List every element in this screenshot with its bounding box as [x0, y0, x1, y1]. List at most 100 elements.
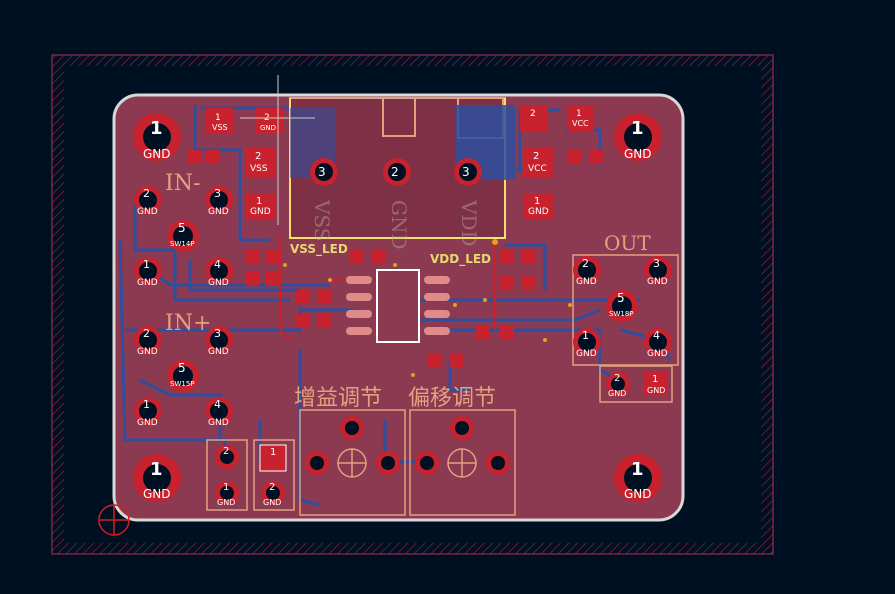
svg-text:GND: GND [528, 207, 549, 217]
gain-potentiometer[interactable] [299, 409, 406, 516]
svg-text:2: 2 [223, 446, 229, 457]
connector-silk-gnd: GND [387, 200, 411, 250]
svg-text:VSS: VSS [250, 164, 268, 174]
svg-text:2: 2 [269, 482, 275, 493]
svg-text:GND: GND [624, 487, 652, 501]
connector-silk-vdd: VDD [457, 199, 481, 247]
svg-text:GND: GND [208, 278, 229, 288]
svg-text:VSS: VSS [212, 123, 228, 132]
svg-text:GND: GND [608, 389, 626, 398]
svg-text:1: 1 [631, 118, 644, 139]
smd-vcc-block[interactable]: 2 VCC 1 GND [523, 147, 553, 219]
cursor-crosshair [240, 75, 315, 225]
svg-text:GND: GND [647, 277, 668, 287]
svg-text:GND: GND [137, 278, 158, 288]
svg-text:GND: GND [217, 498, 235, 507]
svg-text:GND: GND [624, 147, 652, 161]
svg-text:2: 2 [530, 109, 536, 119]
mount-hole-top-left[interactable]: 1 GND [133, 113, 181, 161]
offset-potentiometer[interactable] [409, 409, 516, 516]
svg-text:2: 2 [533, 151, 539, 162]
mount-hole-bottom-right[interactable]: 1 GND [614, 454, 662, 502]
in-plus-label: IN+ [165, 311, 211, 336]
svg-text:1: 1 [150, 459, 163, 480]
in-minus-label: IN- [165, 171, 200, 196]
smd-vss-block[interactable]: 2 VSS 1 GND [245, 147, 275, 219]
svg-text:2: 2 [143, 327, 150, 340]
svg-text:3: 3 [214, 327, 221, 340]
svg-text:1: 1 [150, 118, 163, 139]
svg-text:5: 5 [617, 291, 625, 305]
svg-text:1: 1 [534, 196, 540, 207]
svg-text:1: 1 [652, 374, 658, 385]
svg-text:GND: GND [263, 498, 281, 507]
svg-text:2: 2 [143, 187, 150, 200]
offset-adjust-label: 偏移调节 [408, 386, 496, 411]
vss-led-label: VSS_LED [290, 242, 348, 257]
svg-text:GND: GND [208, 418, 229, 428]
svg-text:2: 2 [582, 257, 589, 270]
opamp-ic[interactable] [346, 269, 450, 343]
svg-text:GND: GND [647, 386, 665, 395]
out-label: OUT [604, 231, 651, 255]
svg-text:GND: GND [260, 124, 276, 132]
svg-text:1: 1 [143, 258, 150, 271]
connector-pad-1[interactable]: 3 [454, 158, 482, 186]
svg-text:1: 1 [582, 329, 589, 342]
svg-text:SW14P: SW14P [170, 240, 195, 248]
svg-text:GND: GND [576, 349, 597, 359]
svg-text:2: 2 [614, 373, 620, 384]
svg-text:GND: GND [208, 207, 229, 217]
mount-hole-bottom-left[interactable]: 1 GND [133, 454, 181, 502]
bottom-header-left[interactable]: 2 1 GND [206, 439, 248, 511]
svg-text:GND: GND [137, 207, 158, 217]
svg-text:5: 5 [178, 361, 186, 375]
origin-marker-icon [98, 504, 130, 536]
connector-silk-vss: VSS [310, 199, 334, 242]
svg-text:GND: GND [208, 347, 229, 357]
svg-text:3: 3 [653, 257, 660, 270]
svg-text:GND: GND [143, 147, 171, 161]
svg-text:1: 1 [256, 196, 262, 207]
out-courtyard [572, 254, 679, 366]
svg-text:1: 1 [576, 109, 582, 119]
svg-text:4: 4 [653, 329, 660, 342]
connector-pad-2[interactable]: 2 [383, 158, 411, 186]
svg-text:SW18P: SW18P [609, 310, 634, 318]
smd-resistors[interactable] [188, 150, 604, 368]
connector-pad-3[interactable]: 3 [310, 158, 338, 186]
gain-adjust-label: 增益调节 [294, 386, 382, 411]
svg-text:2: 2 [255, 151, 261, 162]
bottom-header-right[interactable]: 1 2 GND [253, 439, 295, 511]
svg-text:3: 3 [318, 165, 326, 179]
svg-text:SW15P: SW15P [170, 380, 195, 388]
mount-hole-top-right[interactable]: 1 GND [614, 113, 662, 161]
svg-text:GND: GND [647, 349, 668, 359]
smd-vcc-cap[interactable]: 2 1 VCC [520, 105, 593, 131]
header-courtyard [599, 365, 673, 403]
svg-text:5: 5 [178, 221, 186, 235]
svg-text:VCC: VCC [528, 164, 547, 174]
vdd-led-label: VDD_LED [430, 252, 491, 267]
svg-text:VCC: VCC [572, 119, 589, 128]
svg-text:3: 3 [462, 165, 470, 179]
